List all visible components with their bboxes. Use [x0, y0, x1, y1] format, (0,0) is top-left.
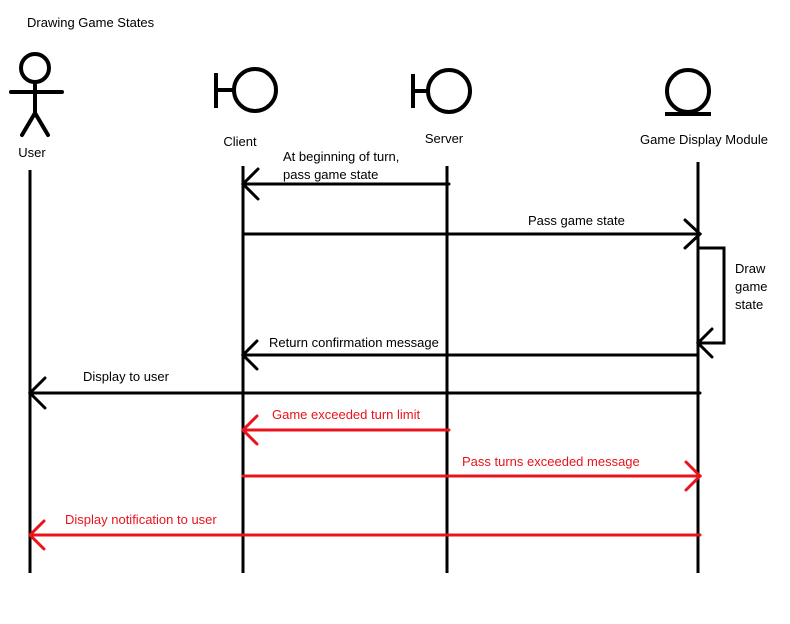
participant-client-label: Client: [223, 134, 257, 149]
message-8-label: Display notification to user: [65, 512, 217, 527]
message-client-to-gdm-pass-game-state: [241, 218, 703, 250]
participant-gdm-label: Game Display Module: [640, 132, 768, 147]
message-2-label: Pass game state: [528, 213, 625, 228]
message-3-label-line2: game: [735, 279, 768, 294]
message-7-label: Pass turns exceeded message: [462, 454, 640, 469]
message-client-to-gdm-turns-exceeded: [241, 460, 703, 492]
message-gdm-to-client-confirmation: [240, 339, 700, 371]
user-actor-icon: [9, 52, 64, 137]
message-server-to-client-turn-limit: [240, 414, 451, 446]
message-1-label-line1: At beginning of turn,: [283, 149, 399, 164]
message-1-label-line2: pass game state: [283, 167, 378, 182]
message-3-label-line3: state: [735, 297, 763, 312]
server-boundary-icon: [411, 68, 472, 114]
participant-server-label: Server: [425, 131, 464, 146]
message-server-to-client-game-state: [240, 167, 451, 201]
message-gdm-self-draw-game-state: [695, 246, 726, 359]
participant-user-label: User: [18, 145, 46, 160]
message-4-label: Return confirmation message: [269, 335, 439, 350]
message-5-label: Display to user: [83, 369, 170, 384]
game-display-module-entity-icon: [665, 68, 711, 116]
message-gdm-to-user-notification: [27, 519, 702, 551]
diagram-title: Drawing Game States: [27, 15, 155, 30]
client-boundary-icon: [214, 67, 278, 113]
message-3-label-line1: Draw: [735, 261, 766, 276]
message-6-label: Game exceeded turn limit: [272, 407, 421, 422]
message-gdm-to-user-display: [27, 376, 702, 410]
